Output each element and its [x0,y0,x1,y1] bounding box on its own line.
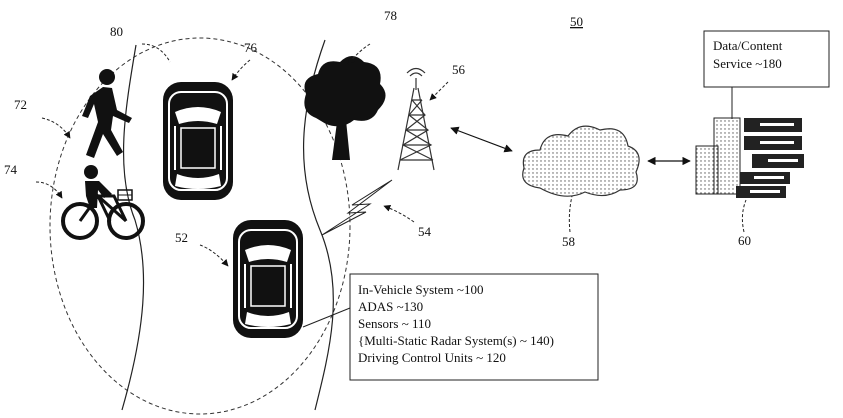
in-vehicle-box [349,273,599,381]
ref-label-76: 76 [244,40,258,55]
leader-74 [35,181,63,199]
in-vehicle-line3: Sensors ~ 110 [358,316,431,331]
data-center-icon [695,117,804,198]
leader-78 [347,43,371,65]
wireless-link-bolt [321,179,393,236]
ref-label-60: 60 [738,233,751,248]
leader-80 [141,43,171,63]
leader-52 [199,244,229,267]
in-vehicle-line1: In-Vehicle System ~100 [358,282,483,297]
leader-56 [429,81,449,101]
ref-label-72: 72 [14,97,27,112]
host-vehicle-icon [232,219,304,339]
other-vehicle-icon [162,81,234,201]
leader-54 [383,204,415,223]
leader-60 [741,199,747,233]
leader-76 [231,59,251,81]
tree-icon [304,56,386,160]
data-service-line1: Data/Content [713,38,783,53]
ref-label-80: 80 [110,24,123,39]
ref-label-58: 58 [562,234,575,249]
in-vehicle-callout-line [302,307,351,328]
tower-cloud-link-arrow [450,126,513,153]
ref-label-52: 52 [175,230,188,245]
pedestrian-icon [82,69,132,158]
cell-tower-icon [397,67,435,171]
leader-58 [568,195,573,233]
ref-label-54: 54 [418,224,432,239]
ref-label-56: 56 [452,62,466,77]
leader-72 [41,117,71,139]
in-vehicle-line5: Driving Control Units ~ 120 [358,350,506,365]
figure-number: 50 [570,14,583,29]
ref-label-74: 74 [4,162,18,177]
in-vehicle-line4: {Multi-Static Radar System(s) ~ 140) [358,333,554,348]
in-vehicle-line2: ADAS ~130 [358,299,423,314]
cloud-icon [522,125,640,197]
road-edge-left [121,44,145,411]
ref-label-78: 78 [384,8,397,23]
data-service-line2: Service ~180 [713,56,782,71]
data-service-box [703,30,830,88]
bicycle-icon [61,165,145,240]
sensing-zone-ellipse [49,37,351,415]
